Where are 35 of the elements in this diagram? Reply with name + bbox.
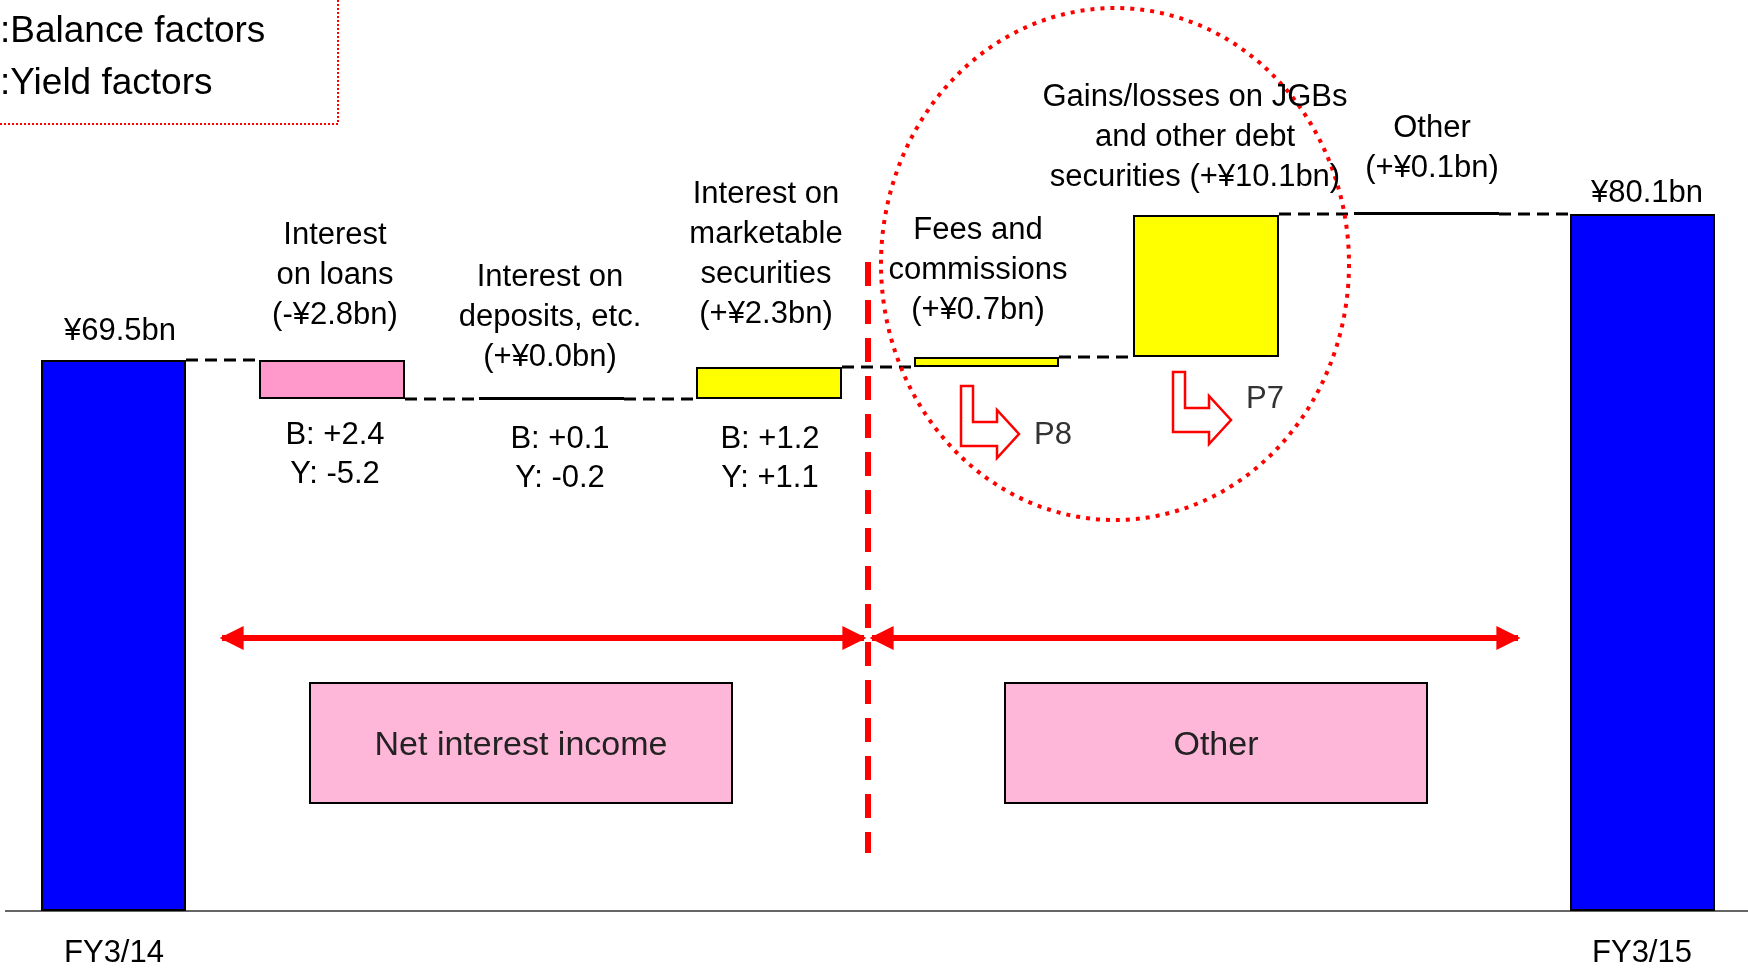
waterfall-bar bbox=[41, 360, 186, 911]
value-label: B: +1.2 bbox=[719, 419, 821, 457]
page-reference: P8 bbox=[1034, 415, 1073, 453]
value-label: B: +0.1 bbox=[509, 419, 611, 457]
category-label: Interest on marketable securities (+¥2.3bn) bbox=[688, 174, 844, 332]
category-box bbox=[309, 682, 733, 804]
value-label: FY3/14 bbox=[63, 933, 165, 969]
waterfall-bar bbox=[1570, 214, 1715, 911]
waterfall-bar bbox=[259, 360, 405, 399]
category-label: Fees and commissions (+¥0.7bn) bbox=[887, 210, 1069, 328]
value-label: ¥80.1bn bbox=[1589, 173, 1705, 211]
legend-text: :Balance factors bbox=[0, 10, 267, 50]
waterfall-bar bbox=[1133, 215, 1279, 357]
page-reference: P7 bbox=[1246, 379, 1285, 417]
waterfall-bar bbox=[914, 357, 1059, 367]
category-label: Interest on loans (-¥2.8bn) bbox=[271, 215, 399, 333]
category-label: Other bbox=[1173, 723, 1259, 763]
category-label: Other (+¥0.1bn) bbox=[1364, 108, 1500, 186]
category-label: Net interest income bbox=[374, 723, 668, 763]
zero-change-line bbox=[1354, 212, 1499, 215]
value-label: Y: -0.2 bbox=[514, 458, 606, 496]
value-label: ¥69.5bn bbox=[62, 311, 178, 349]
value-label: B: +2.4 bbox=[284, 415, 386, 453]
category-label: Gains/losses on JGBs and other debt securities (+¥10.1bn) bbox=[1041, 77, 1349, 195]
dashed-connector bbox=[1499, 212, 1570, 216]
value-label: FY3/15 bbox=[1591, 933, 1693, 969]
legend-text: :Yield factors bbox=[0, 62, 214, 102]
dashed-connector bbox=[842, 365, 914, 369]
value-label: Y: -5.2 bbox=[289, 454, 381, 492]
dashed-connector bbox=[624, 397, 696, 401]
waterfall-bar bbox=[696, 367, 842, 399]
category-box bbox=[1004, 682, 1428, 804]
category-label: Interest on deposits, etc. (+¥0.0bn) bbox=[457, 257, 643, 375]
zero-change-line bbox=[479, 397, 624, 400]
value-label: Y: +1.1 bbox=[720, 458, 820, 496]
